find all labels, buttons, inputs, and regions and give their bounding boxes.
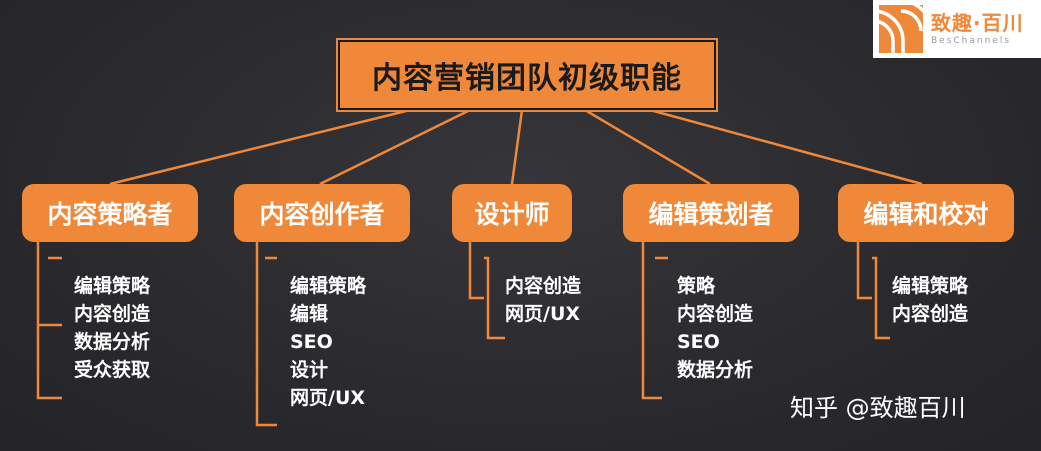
role-label: 设计师 <box>474 200 550 229</box>
connector-root-role-1 <box>109 108 411 186</box>
bracket-role-5 <box>856 242 872 300</box>
duty-item: 设计 <box>290 359 329 381</box>
role-label: 编辑策划者 <box>648 200 774 229</box>
duty-item: 编辑 <box>290 303 329 325</box>
duty-item: 数据分析 <box>74 331 151 353</box>
root-node: 内容营销团队初级职能 <box>338 40 716 110</box>
bracket-role-3 <box>468 242 484 300</box>
connector-root-role-4 <box>584 108 711 186</box>
duty-item: 内容创造 <box>892 303 969 325</box>
duty-item: 受众获取 <box>74 359 151 381</box>
duty-list-editor-proofreader: 编辑策略 内容创造 <box>892 272 968 328</box>
bracket-role-4 <box>641 242 662 400</box>
duty-item: 编辑策略 <box>290 275 367 297</box>
role-node-designer: 设计师 <box>452 184 572 242</box>
bracket-role-2 <box>255 242 277 427</box>
duty-item: 策略 <box>677 275 716 297</box>
role-label: 内容创作者 <box>259 200 385 229</box>
duty-item: 内容创造 <box>677 303 754 325</box>
logo-name-cn: 致趣·百川 <box>931 11 1024 35</box>
duty-item: SEO <box>290 331 333 353</box>
duty-list-content-strategist: 编辑策略 内容创造 数据分析 受众获取 <box>74 272 150 384</box>
bracket-role-1 <box>36 242 62 400</box>
role-label: 内容策略者 <box>47 200 173 229</box>
duty-item: 网页/UX <box>290 387 366 409</box>
duty-item: 网页/UX <box>505 303 581 325</box>
role-label: 编辑和校对 <box>863 200 989 229</box>
duty-item: 内容创造 <box>505 275 582 297</box>
duty-item: 内容创造 <box>74 303 151 325</box>
role-node-editor-proofreader: 编辑和校对 <box>838 184 1014 242</box>
connector-root-role-2 <box>319 108 471 186</box>
duty-item: SEO <box>677 331 720 353</box>
duty-list-designer: 内容创造 网页/UX <box>505 272 581 328</box>
root-label: 内容营销团队初级职能 <box>372 61 682 96</box>
role-node-editorial-planner: 编辑策划者 <box>623 184 799 242</box>
duty-list-editorial-planner: 策略 内容创造 SEO 数据分析 <box>677 272 753 384</box>
role-node-content-strategist: 内容策略者 <box>22 184 198 242</box>
duty-item: 数据分析 <box>677 359 754 381</box>
logo-name-en: BesChannels <box>931 36 1012 46</box>
logo-mark-icon <box>879 5 923 53</box>
role-node-content-creator: 内容创作者 <box>234 184 410 242</box>
duty-item: 编辑策略 <box>74 275 151 297</box>
brand-logo: 致趣·百川 BesChannels <box>873 0 1041 58</box>
watermark-text: 知乎 @致趣百川 <box>790 394 966 422</box>
duty-list-content-creator: 编辑策略 编辑 SEO 设计 网页/UX <box>290 272 366 412</box>
connector-root-role-3 <box>510 109 524 185</box>
connector-root-role-5 <box>649 108 923 186</box>
duty-item: 编辑策略 <box>892 275 969 297</box>
